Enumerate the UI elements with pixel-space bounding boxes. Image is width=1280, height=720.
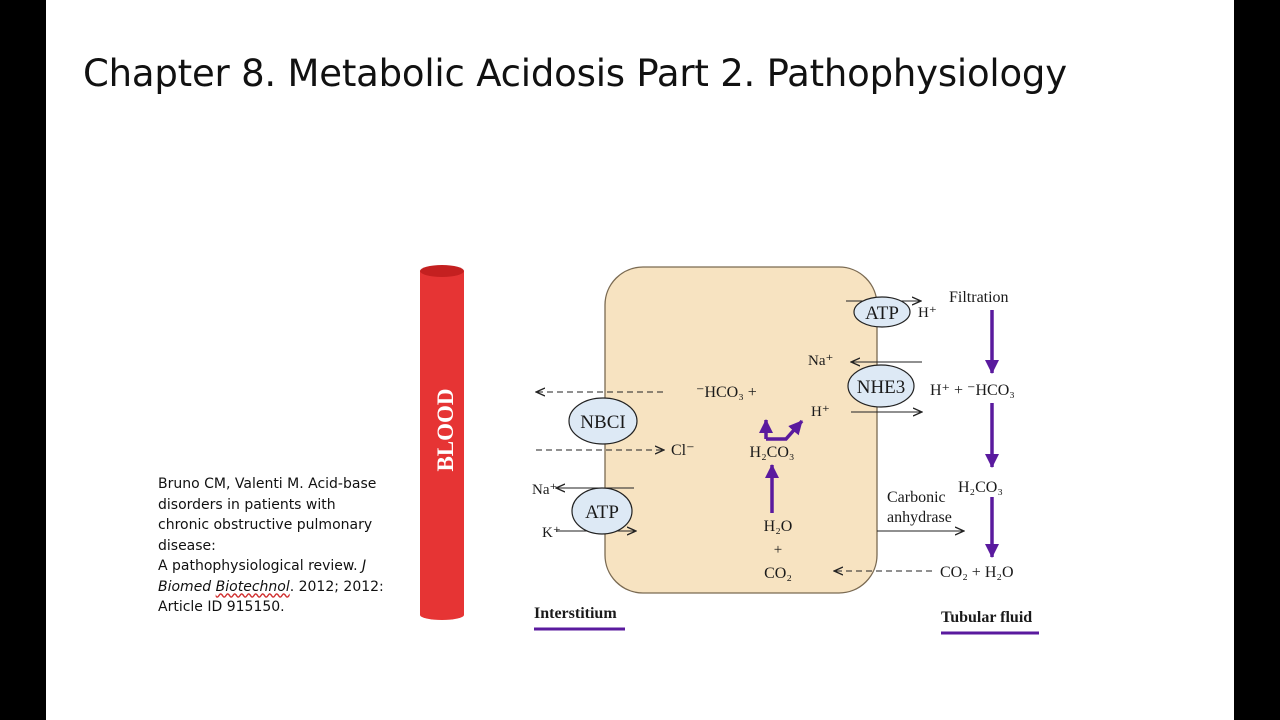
atp-pump-top: ATP <box>853 296 911 328</box>
blood-label: BLOOD <box>433 388 458 471</box>
citation-journal-part1: J <box>361 558 367 574</box>
interstitium-label: Interstitium <box>534 605 617 622</box>
cell-plus-sign: + <box>774 542 782 558</box>
citation-line-1: Bruno CM, Valenti M. Acid-base <box>158 476 377 492</box>
citation-line-7: Article ID 915150. <box>158 599 285 615</box>
cell-h-plus-label: H⁺ <box>811 404 830 420</box>
k-plus-atp-label: K⁺ <box>542 525 561 541</box>
citation-line-2: disorders in patients with <box>158 496 336 513</box>
na-plus-atp-label: Na⁺ <box>532 482 557 498</box>
filtration-label: Filtration <box>949 289 1009 306</box>
renal-acid-excretion-diagram: BLOOD ATP <box>420 265 1039 635</box>
cell-hco3-label: ⁻HCO₃ + <box>696 384 757 401</box>
citation-journal-part2b: Biotechnol <box>215 578 290 595</box>
cell-co2-label: CO₂ <box>764 565 792 582</box>
slide: Chapter 8. Metabolic Acidosis Part 2. Pa… <box>46 0 1234 720</box>
citation-year: . 2012; 2012: <box>289 578 384 595</box>
cell-h-split-arrow <box>766 419 804 441</box>
tubular-cell <box>604 266 878 594</box>
atp-pump-bottom: ATP <box>571 487 633 535</box>
na-plus-nhe3-label: Na⁺ <box>808 353 833 369</box>
slide-title: Chapter 8. Metabolic Acidosis Part 2. Pa… <box>83 52 1067 95</box>
purple-reaction-arrows <box>759 310 999 558</box>
nhe3-exchanger: NHE3 <box>847 364 915 408</box>
atp-pump-top-label: ATP <box>865 303 899 324</box>
nbci-cotransporter: NBCI <box>568 397 638 445</box>
lumen-h-hco3-label: H⁺ + ⁻HCO₃ <box>930 382 1015 399</box>
citation-journal-part2a: Biomed <box>158 578 216 595</box>
citation-line-3: chronic obstructive pulmonary <box>158 517 373 533</box>
nhe3-label: NHE3 <box>857 377 906 398</box>
lumen-h2co3-label: H₂CO₃ <box>958 479 1003 496</box>
h-plus-top-label: H⁺ <box>918 305 937 321</box>
nbci-label: NBCI <box>580 412 625 433</box>
transport-arrows <box>536 301 964 571</box>
atp-pump-bottom-label: ATP <box>585 502 619 523</box>
cell-h2co3-label: H₂CO₃ <box>750 444 795 461</box>
lumen-co2-h2o-label: CO₂ + H₂O <box>940 564 1014 581</box>
citation-line-5: A pathophysiological review. J <box>158 556 390 577</box>
blood-vessel: BLOOD <box>420 265 464 620</box>
citation-line-4: disease: <box>158 537 216 554</box>
citation-line-6: Biomed Biotechnol. 2012; 2012: <box>158 577 390 598</box>
cell-h2o-label: H₂O <box>764 518 793 535</box>
citation-text: Bruno CM, Valenti M. Acid-base disorders… <box>158 474 390 618</box>
carbonic-label: Carbonic <box>887 489 946 506</box>
citation-review-title: A pathophysiological review. <box>158 558 362 574</box>
tubular-fluid-label: Tubular fluid <box>941 609 1032 626</box>
anhydrase-label: anhydrase <box>887 509 952 526</box>
cl-minus-label: Cl⁻ <box>671 442 695 459</box>
